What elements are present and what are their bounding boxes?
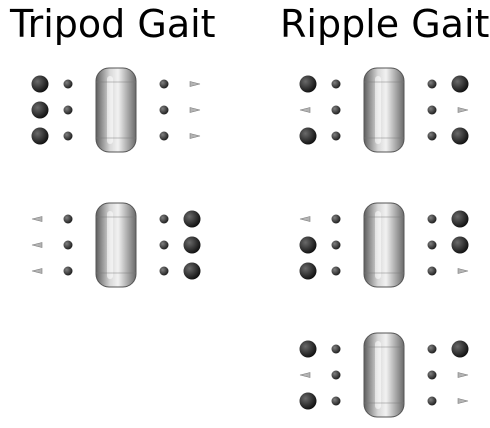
leg-right-rear <box>403 266 469 276</box>
leg-left-front <box>299 214 365 224</box>
leg-left-front <box>299 340 365 358</box>
leg-left-middle <box>299 105 365 115</box>
leg-right-middle <box>403 105 469 115</box>
leg-left-middle <box>299 370 365 380</box>
leg-left-middle <box>31 240 97 250</box>
leg-right-middle <box>135 236 201 254</box>
robot-body <box>363 67 405 153</box>
leg-right-front <box>403 210 469 228</box>
leg-right-rear <box>135 131 201 141</box>
leg-left-rear <box>299 392 365 410</box>
leg-right-rear <box>403 127 469 145</box>
leg-right-rear <box>135 262 201 280</box>
ripple-frame-3 <box>299 332 469 418</box>
leg-left-middle <box>299 236 365 254</box>
tripod-gait-column <box>31 67 201 288</box>
ripple-frame-1 <box>299 67 469 153</box>
robot-body <box>363 202 405 288</box>
leg-left-rear <box>299 262 365 280</box>
leg-right-middle <box>403 236 469 254</box>
leg-right-front <box>135 79 201 89</box>
ripple-gait-title: Ripple Gait <box>280 2 490 46</box>
robot-body <box>95 202 137 288</box>
leg-left-front <box>31 75 97 93</box>
robot-body <box>363 332 405 418</box>
leg-left-rear <box>31 127 97 145</box>
leg-right-rear <box>403 396 469 406</box>
leg-left-rear <box>299 127 365 145</box>
leg-right-front <box>135 210 201 228</box>
leg-right-front <box>403 75 469 93</box>
leg-left-rear <box>31 266 97 276</box>
leg-right-middle <box>135 105 201 115</box>
robot-body <box>95 67 137 153</box>
ripple-gait-column <box>299 67 469 418</box>
ripple-frame-2 <box>299 202 469 288</box>
tripod-frame-1 <box>31 67 201 153</box>
tripod-frame-2 <box>31 202 201 288</box>
leg-left-front <box>299 75 365 93</box>
leg-left-middle <box>31 101 97 119</box>
leg-right-middle <box>403 370 469 380</box>
tripod-gait-title: Tripod Gait <box>10 2 216 46</box>
leg-right-front <box>403 340 469 358</box>
leg-left-front <box>31 214 97 224</box>
